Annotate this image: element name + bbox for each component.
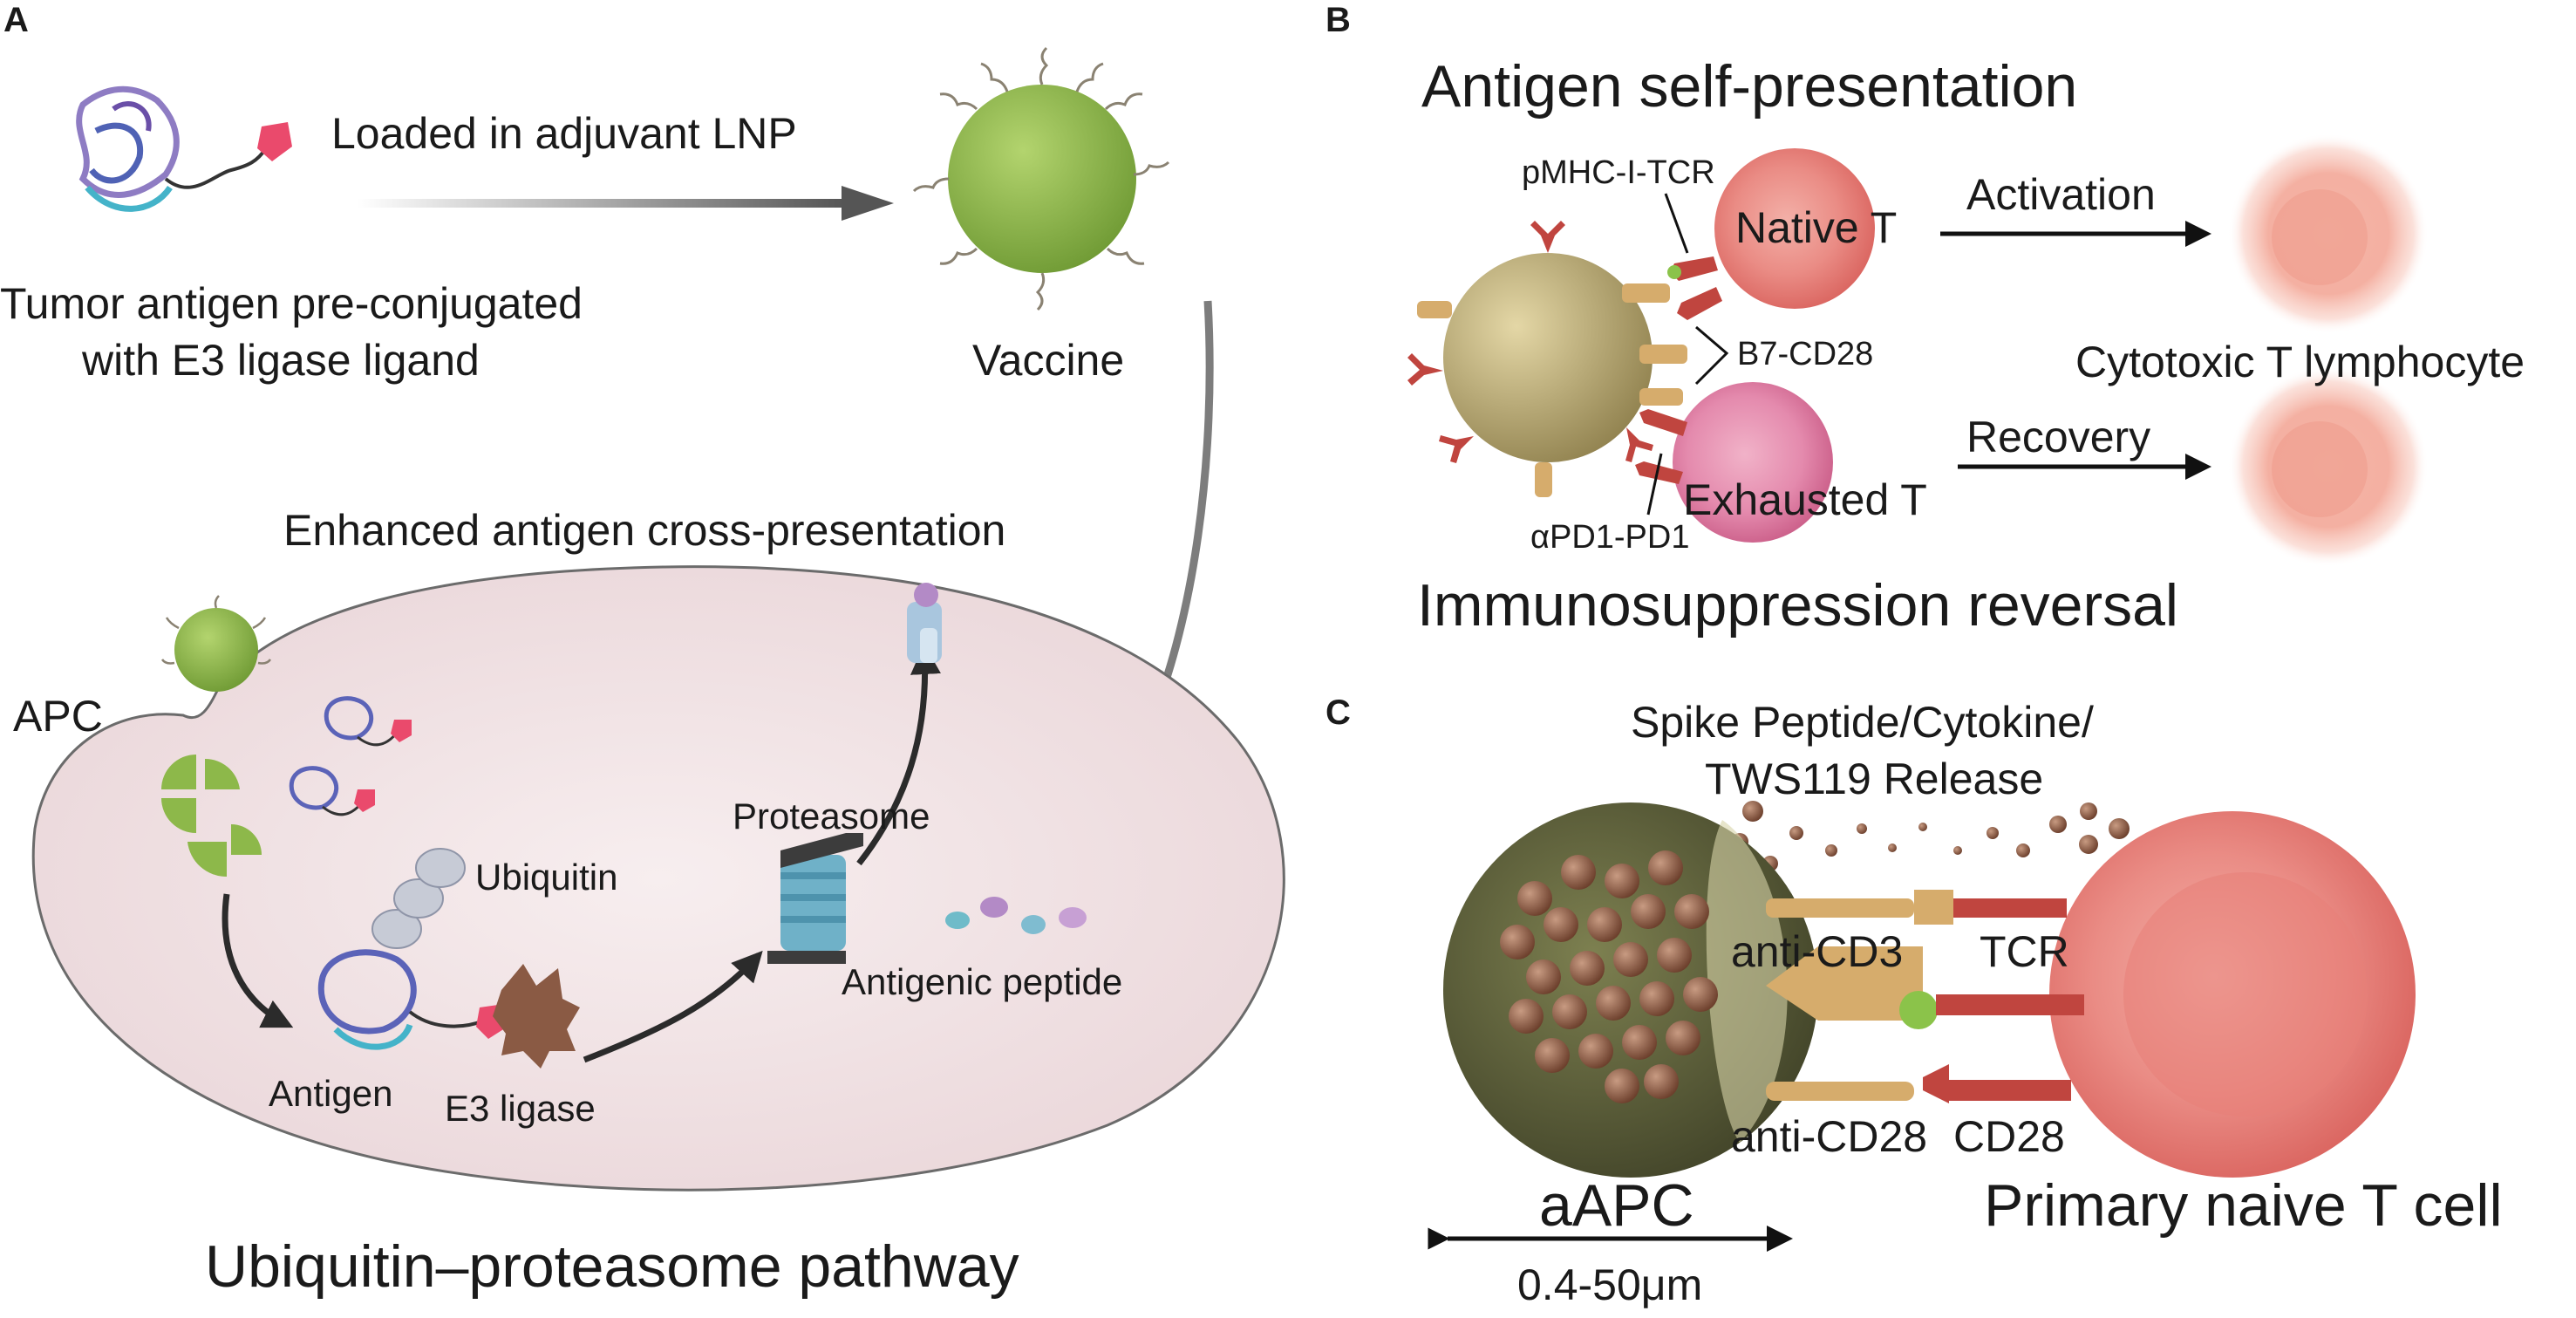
proteasome-to-mhc-arrow	[856, 644, 941, 866]
ligase-to-proteasome-arrow	[583, 950, 763, 1063]
anti-cd3-label: anti-CD3	[1731, 927, 1903, 976]
pmhc-peptide	[1667, 265, 1681, 279]
lnp-entering	[160, 595, 272, 692]
cd28-label: CD28	[1953, 1112, 2065, 1161]
antigen-small-1	[324, 696, 412, 747]
exhausted-t-receptors	[1635, 409, 1687, 484]
panel-a: A Tumor antigen pre-conjugated with E3 l…	[0, 1, 1285, 1300]
panel-b: B Antigen self-presentation Native T	[1325, 1, 2525, 639]
b7-label: B7-CD28	[1737, 336, 1873, 372]
ctl-cell-1-nucleus	[2272, 189, 2368, 285]
enhanced-label: Enhanced antigen cross-presentation	[283, 506, 1005, 555]
e3-ligase-icon	[493, 964, 580, 1069]
released-particles	[1731, 801, 2151, 871]
e3-ligase-label: E3 ligase	[445, 1088, 596, 1129]
ctl-label: Cytotoxic T lymphocyte	[2075, 338, 2525, 386]
panel-b-title-bottom: Immunosuppression reversal	[1417, 572, 2178, 639]
antigenic-peptides	[945, 897, 1087, 934]
apc-label: APC	[13, 692, 103, 741]
apc-b	[1407, 221, 1687, 497]
panel-c-letter: C	[1325, 693, 1351, 732]
ubiquitin-label: Ubiquitin	[475, 857, 617, 898]
tumor-antigen-icon	[76, 85, 292, 212]
panel-b-letter: B	[1325, 1, 1351, 39]
native-t-cell	[1714, 148, 1875, 309]
pd1-leader	[1646, 453, 1663, 516]
antigen-label: Antigen	[269, 1073, 392, 1114]
tcr-label: TCR	[1980, 927, 2069, 976]
b7-bracket	[1694, 325, 1729, 386]
ctl-cell-2-nucleus	[2272, 421, 2368, 517]
size-label: 0.4-50μm	[1517, 1260, 1702, 1309]
pmhc-leader	[1664, 193, 1689, 254]
pd1-label: αPD1-PD1	[1530, 519, 1689, 556]
anti-cd3-tcr-pair	[1766, 890, 2067, 925]
antigen-caption-line2: with E3 ligase ligand	[81, 336, 480, 385]
vaccine-lnp	[912, 46, 1170, 311]
panel-c: C Spike Peptide/Cytokine/ TWS119 Release	[1325, 693, 2503, 1309]
anti-cd28-cd28-pair	[1766, 1064, 2071, 1103]
exhausted-t-cell	[1673, 382, 1833, 543]
release-line2: TWS119 Release	[1705, 755, 2043, 803]
proteasome-icon	[767, 833, 863, 964]
native-t-receptors	[1670, 256, 1722, 320]
antigenic-peptide-label: Antigenic peptide	[842, 961, 1122, 1002]
aapc-sphere	[1443, 802, 1818, 1178]
loading-arrow-shaft	[358, 199, 846, 208]
vaccine-label: Vaccine	[972, 336, 1124, 385]
loading-arrow-head	[842, 186, 894, 221]
panel-a-letter: A	[3, 1, 29, 39]
primary-t-cell-nucleus	[2123, 872, 2368, 1117]
anti-cd28-label: anti-CD28	[1731, 1112, 1927, 1161]
loaded-lnp-label: Loaded in adjuvant LNP	[331, 109, 797, 158]
lnp-fragments	[161, 755, 262, 878]
fragment-to-antigen-arrow	[221, 893, 294, 1028]
activation-label: Activation	[1966, 170, 2156, 219]
aapc-label: aAPC	[1539, 1172, 1694, 1239]
recovery-label: Recovery	[1966, 413, 2150, 461]
antigen-caption-line1: Tumor antigen pre-conjugated	[0, 279, 583, 328]
antigen-small-2	[289, 766, 375, 816]
mhc-i-icon	[907, 583, 942, 663]
pathway-title: Ubiquitin–proteasome pathway	[205, 1233, 1019, 1300]
native-t-label: Native T	[1735, 203, 1897, 252]
ubiquitin-chain	[371, 848, 466, 949]
release-line1: Spike Peptide/Cytokine/	[1631, 698, 2094, 747]
pmhc-label: pMHC-I-TCR	[1522, 154, 1715, 191]
proteasome-label: Proteasome	[733, 796, 930, 837]
t-cell-label: Primary naive T cell	[1984, 1172, 2503, 1239]
panel-b-title-top: Antigen self-presentation	[1421, 53, 2077, 120]
central-complex	[1766, 946, 2084, 1029]
exhausted-t-label: Exhausted T	[1683, 475, 1927, 524]
